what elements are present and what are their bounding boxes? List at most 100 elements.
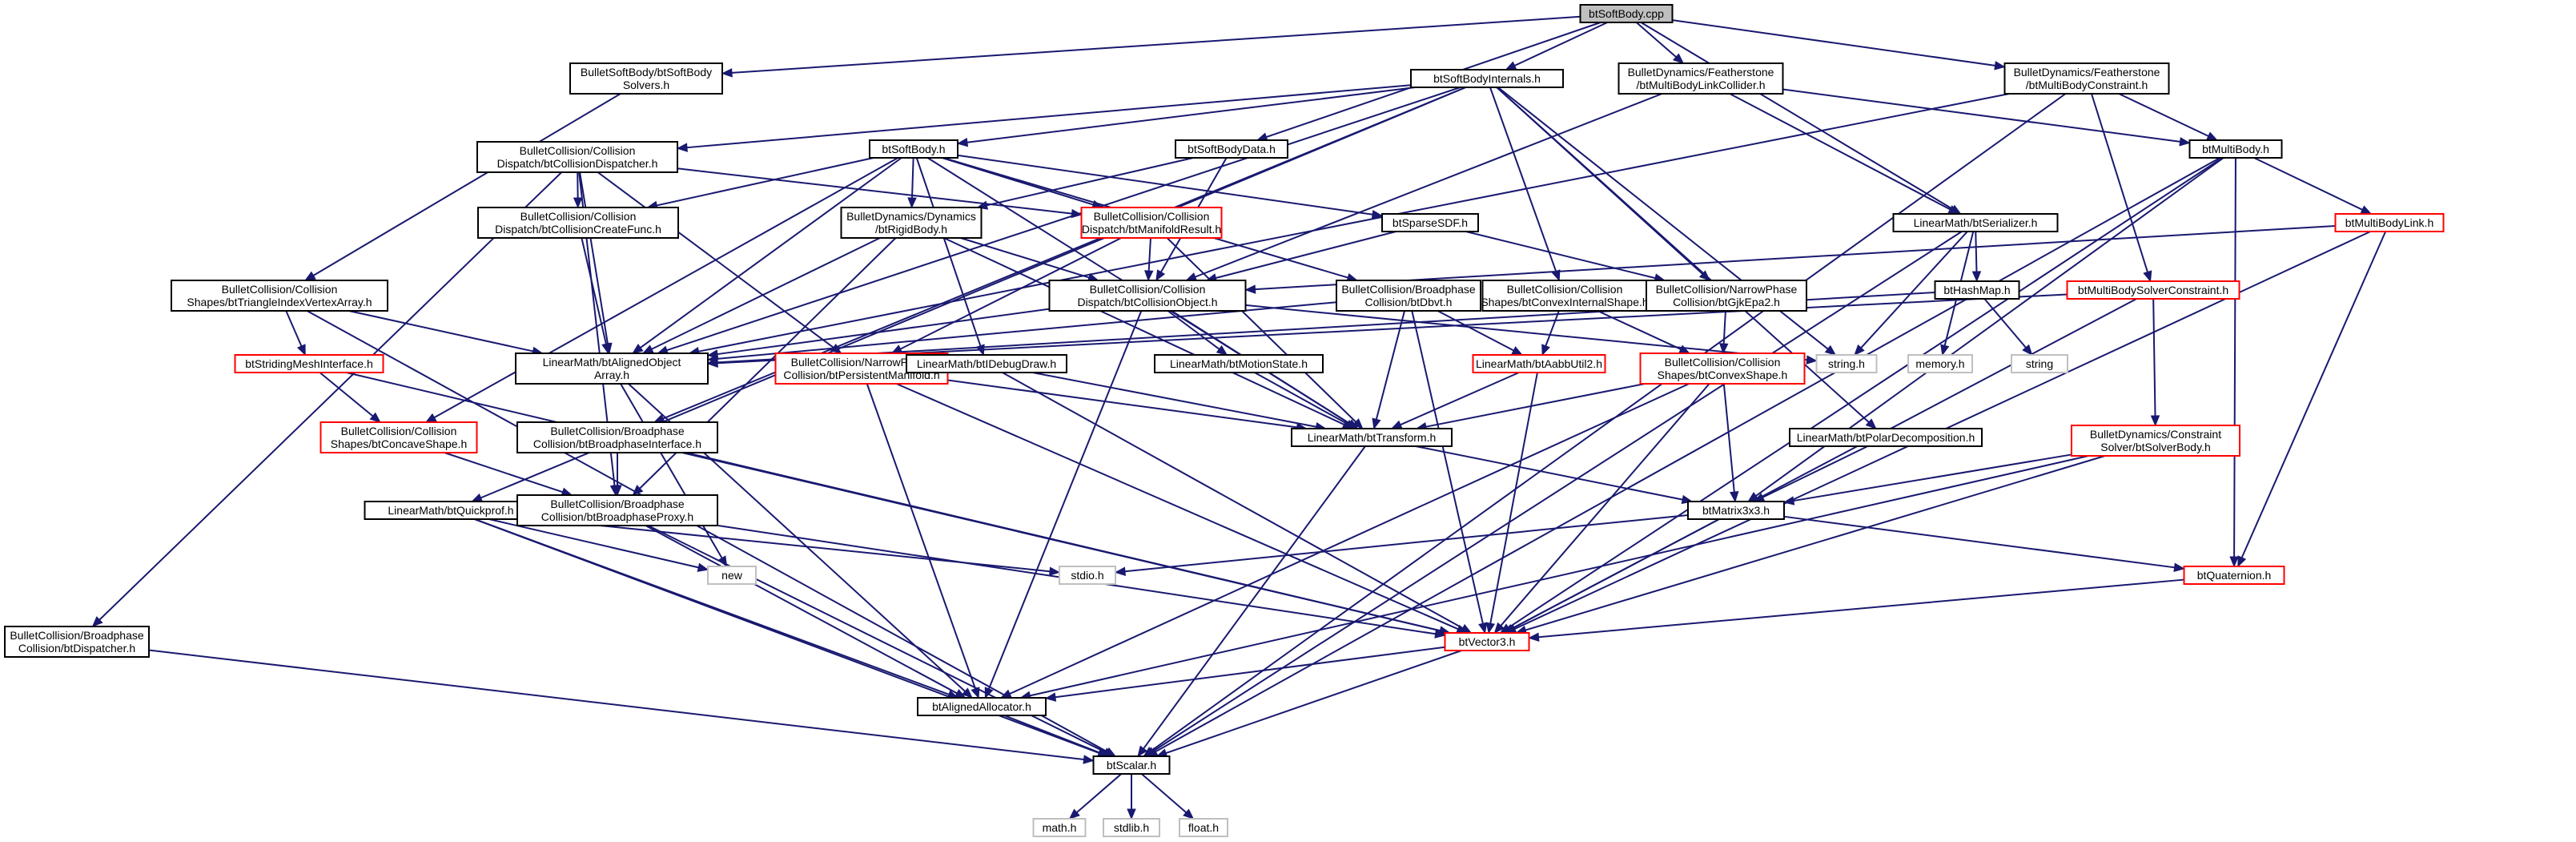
node-stdlibh: stdlib.h [1103, 818, 1160, 837]
arrowhead-broadphaseinterface-to-broadphaseproxy [613, 485, 622, 497]
edge-stridingmesh-to-concaveshape [319, 372, 374, 417]
node-colldispatcher[interactable]: BulletCollision/CollisionDispatch/btColl… [476, 141, 678, 173]
node-gjkepa2[interactable]: BulletCollision/NarrowPhaseCollision/btG… [1646, 280, 1807, 312]
node-label: btMultiBodyLink.h [2345, 216, 2434, 229]
node-solverbody[interactable]: BulletDynamics/ConstraintSolver/btSolver… [2071, 425, 2240, 457]
node-mbconstraint[interactable]: BulletDynamics/Featherstone/btMultiBodyC… [2003, 62, 2170, 95]
node-sparsesdf[interactable]: btSparseSDF.h [1381, 213, 1479, 232]
node-box [869, 139, 958, 159]
edge-matrix3x3-to-quaternion [1783, 515, 2175, 569]
node-box [917, 697, 1047, 716]
arrowhead-matrix3x3-to-stdioh [1114, 566, 1127, 576]
node-stringh: string.h [1815, 354, 1878, 373]
node-box [1934, 280, 2020, 300]
node-label: btMultiBody.h [2202, 143, 2269, 155]
node-label: Dispatch/btCollisionCreateFunc.h [495, 223, 661, 236]
node-multibodylink[interactable]: btMultiBodyLink.h [2334, 213, 2445, 232]
edge-convexshape-to-matrix3x3 [1722, 383, 1735, 493]
arrowhead-internals-to-quickprof [471, 493, 484, 502]
edge-hashmap-to-string [1983, 298, 2027, 348]
node-stridingmesh[interactable]: btStridingMeshInterface.h [234, 354, 384, 373]
arrowhead-hashmap-to-string [2022, 344, 2033, 356]
node-convexshape[interactable]: BulletCollision/CollisionShapes/btConvex… [1639, 353, 1806, 385]
node-manifoldresult[interactable]: BulletCollision/CollisionDispatch/btMani… [1080, 207, 1223, 239]
edge-multibody-to-multibodylink [2253, 157, 2363, 211]
node-vector3[interactable]: btVector3.h [1444, 632, 1530, 651]
edge-alignedalloc-to-scalar [1003, 715, 1101, 754]
node-concaveshape[interactable]: BulletCollision/CollisionShapes/btConcav… [319, 421, 478, 453]
edge-persistentmanifold-to-vector3 [896, 383, 1459, 630]
node-label: LinearMath/btPolarDecomposition.h [1797, 431, 1975, 444]
edge-internals-to-alignedobjarray [666, 87, 1461, 352]
arrowhead-quaternion-to-vector3 [1528, 632, 1540, 642]
arrowhead-multibodylink-to-collobject [1244, 284, 1256, 294]
arrowhead-idebugdraw-to-vector3 [1460, 623, 1473, 634]
edge-alignedobjarray-to-newh [620, 383, 723, 559]
node-broadphaseproxy[interactable]: BulletCollision/BroadphaseCollision/btBr… [516, 494, 718, 526]
edge-collobject-to-alignedalloc [988, 310, 1143, 690]
edge-aabbutil2-to-transform [1400, 372, 1520, 426]
node-collcreatefunc[interactable]: BulletCollision/CollisionDispatch/btColl… [477, 207, 679, 239]
node-box [840, 207, 983, 239]
edge-dbvt-to-vector3 [1411, 310, 1484, 624]
node-box [1579, 4, 1674, 23]
node-convexinternal[interactable]: BulletCollision/CollisionShapes/btConvex… [1481, 280, 1649, 312]
edge-solverbody-to-vector3 [1525, 455, 2106, 631]
node-label: btAlignedAllocator.h [932, 700, 1031, 713]
node-transform[interactable]: LinearMath/btTransform.h [1291, 428, 1453, 447]
node-polardecomp[interactable]: LinearMath/btPolarDecomposition.h [1789, 428, 1983, 447]
edge-matrix3x3-to-vector3 [1512, 518, 1720, 630]
edge-aabbutil2-to-vector3 [1489, 372, 1538, 624]
edge-root-to-mbconstraint [1672, 19, 1995, 66]
node-box [476, 141, 678, 173]
node-newh: new [707, 566, 757, 585]
node-motionstate[interactable]: LinearMath/btMotionState.h [1154, 354, 1324, 373]
node-idebugdraw[interactable]: LinearMath/btIDebugDraw.h [906, 354, 1067, 373]
node-root[interactable]: btSoftBody.cpp [1579, 4, 1674, 23]
node-rigidbody[interactable]: BulletDynamics/Dynamics/btRigidBody.h [840, 207, 983, 239]
node-quickprof[interactable]: LinearMath/btQuickprof.h [364, 501, 538, 520]
node-quaternion[interactable]: btQuaternion.h [2183, 566, 2285, 585]
node-collobject[interactable]: BulletCollision/CollisionDispatch/btColl… [1048, 280, 1247, 312]
node-softbody[interactable]: btSoftBody.h [869, 139, 958, 159]
node-broadphaseinterface[interactable]: BulletCollision/BroadphaseCollision/btBr… [516, 421, 718, 453]
edge-solverbody-to-matrix3x3 [1793, 453, 2072, 502]
node-scalar[interactable]: btScalar.h [1092, 755, 1171, 775]
edge-dbvt-to-transform [1375, 310, 1406, 420]
node-label: btMatrix3x3.h [1702, 504, 1770, 517]
arrowhead-persistentmanifold-to-alignedalloc [971, 687, 980, 699]
node-mbsolverconstraint[interactable]: btMultiBodySolverConstraint.h [2066, 280, 2240, 300]
node-label: LinearMath/btTransform.h [1308, 431, 1437, 444]
node-linkcollider[interactable]: BulletDynamics/Featherstone/btMultiBodyL… [1618, 62, 1784, 95]
node-box [1639, 353, 1806, 385]
edge-dbvt-to-alignedobjarray [717, 301, 1337, 360]
arrowhead-collobject-to-motionstate [1216, 344, 1228, 356]
node-box [1048, 280, 1247, 312]
node-matrix3x3[interactable]: btMatrix3x3.h [1687, 501, 1785, 520]
node-hashmap[interactable]: btHashMap.h [1934, 280, 2020, 300]
node-dispatcher[interactable]: BulletCollision/BroadphaseCollision/btDi… [4, 626, 150, 658]
arrowhead-linkcollider-to-collobject [1185, 272, 1198, 281]
node-label: Shapes/btTriangleIndexVertexArray.h [187, 296, 372, 308]
node-dbvt[interactable]: BulletCollision/BroadphaseCollision/btDb… [1336, 280, 1481, 312]
node-internals[interactable]: btSoftBodyInternals.h [1410, 69, 1564, 88]
edge-scalar-to-mathh [1076, 773, 1122, 813]
node-aabbutil2[interactable]: LinearMath/btAabbUtil2.h [1472, 354, 1606, 373]
node-softbodydata[interactable]: btSoftBodyData.h [1175, 139, 1288, 159]
arrowhead-colldispatcher-to-collcreatefunc [573, 197, 583, 209]
node-box [1032, 818, 1087, 837]
node-label: BulletCollision/Broadphase [550, 425, 685, 437]
node-multibody[interactable]: btMultiBody.h [2188, 139, 2283, 159]
arrowhead-dbvt-to-transform [1372, 417, 1381, 430]
node-trivertex[interactable]: BulletCollision/CollisionShapes/btTriang… [171, 280, 388, 312]
node-serializer[interactable]: LinearMath/btSerializer.h [1892, 213, 2059, 232]
arrowhead-convexinternal-to-aabbutil2 [1541, 344, 1550, 357]
arrowhead-scalar-to-mathh [1068, 808, 1080, 820]
node-persistentmanifold[interactable]: BulletCollision/NarrowPhaseCollision/btP… [774, 353, 949, 385]
node-alignedalloc[interactable]: btAlignedAllocator.h [917, 697, 1047, 716]
edge-mbconstraint-to-scalar [1151, 93, 2067, 751]
arrowhead-multibody-to-multibodylink [2360, 205, 2373, 215]
edge-multibody-to-scalar [1155, 157, 2220, 753]
